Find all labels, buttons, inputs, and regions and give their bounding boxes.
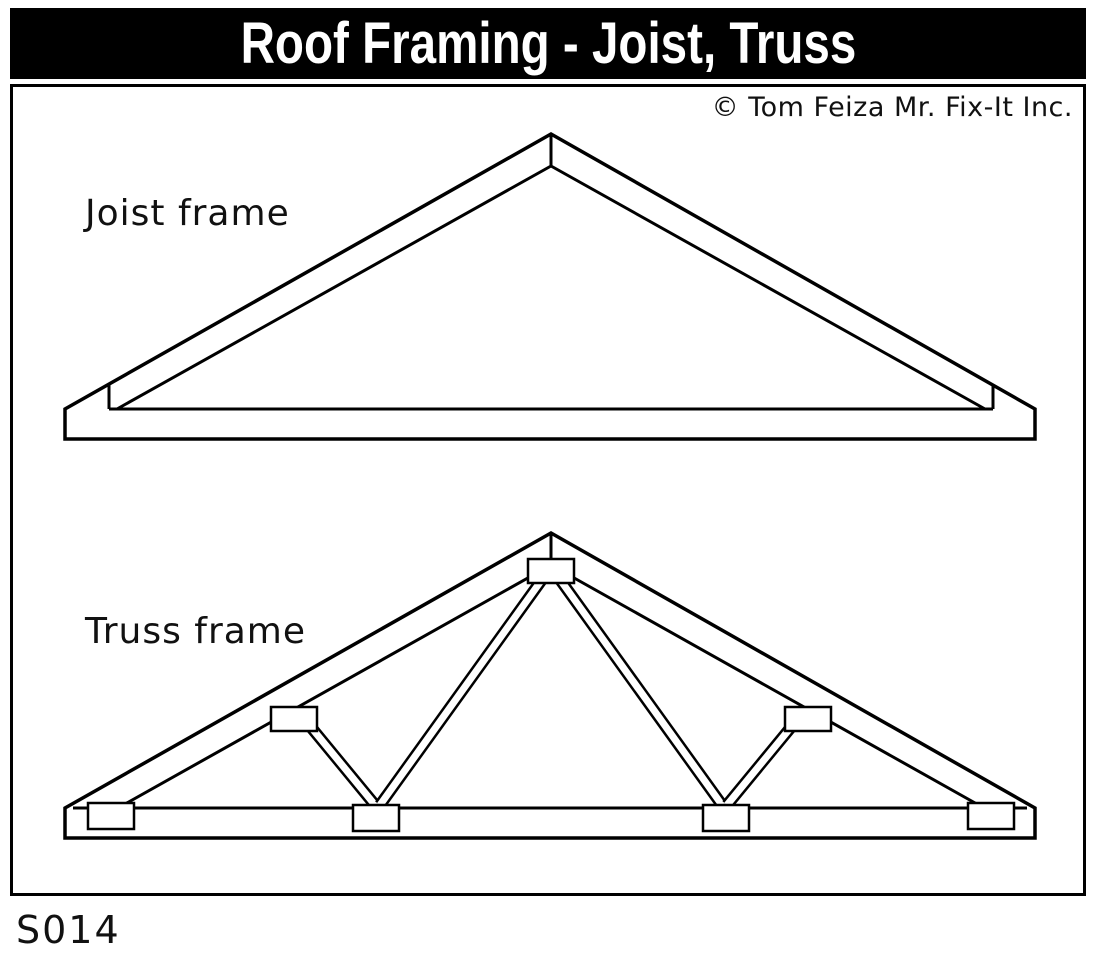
diagram-frame: © Tom Feiza Mr. Fix-It Inc. Joist frame … (10, 84, 1086, 896)
truss-right-rafter-inner-line (550, 563, 985, 810)
gusset-plate-bottom-far-right (966, 801, 1016, 831)
joist-outer-outline (63, 131, 1037, 441)
truss-outer-outline (63, 530, 1037, 840)
gusset-plate-right-top-chord (783, 705, 833, 733)
joist-frame-label: Joist frame (85, 193, 290, 234)
web-member-right-diagonal (551, 570, 727, 809)
gusset-plate-bottom-right-center (701, 803, 751, 833)
gusset-plate-bottom-left-center (351, 803, 401, 833)
gusset-plate-peak (526, 557, 576, 585)
sheet-code: S014 (16, 908, 121, 952)
joist-frame-diagram (63, 131, 1037, 441)
joist-left-rafter-inner-line (116, 164, 552, 411)
joist-inner-lines (107, 134, 995, 411)
truss-left-rafter-inner-line (117, 563, 552, 810)
truss-frame-diagram (63, 530, 1037, 840)
copyright-notice: © Tom Feiza Mr. Fix-It Inc. (711, 92, 1073, 123)
truss-frame-label: Truss frame (85, 611, 307, 652)
title-banner: Roof Framing - Joist, Truss (10, 8, 1086, 79)
gusset-plate-bottom-far-left (86, 801, 136, 831)
roof-framing-line-art (63, 131, 1037, 840)
truss-chord-lines (73, 533, 1027, 810)
joist-right-rafter-inner-line (550, 164, 986, 411)
gusset-plate-left-top-chord (269, 705, 319, 733)
page-title: Roof Framing - Joist, Truss (240, 11, 856, 76)
web-member-left-diagonal (375, 570, 551, 809)
truss-gusset-plates (86, 557, 1016, 833)
